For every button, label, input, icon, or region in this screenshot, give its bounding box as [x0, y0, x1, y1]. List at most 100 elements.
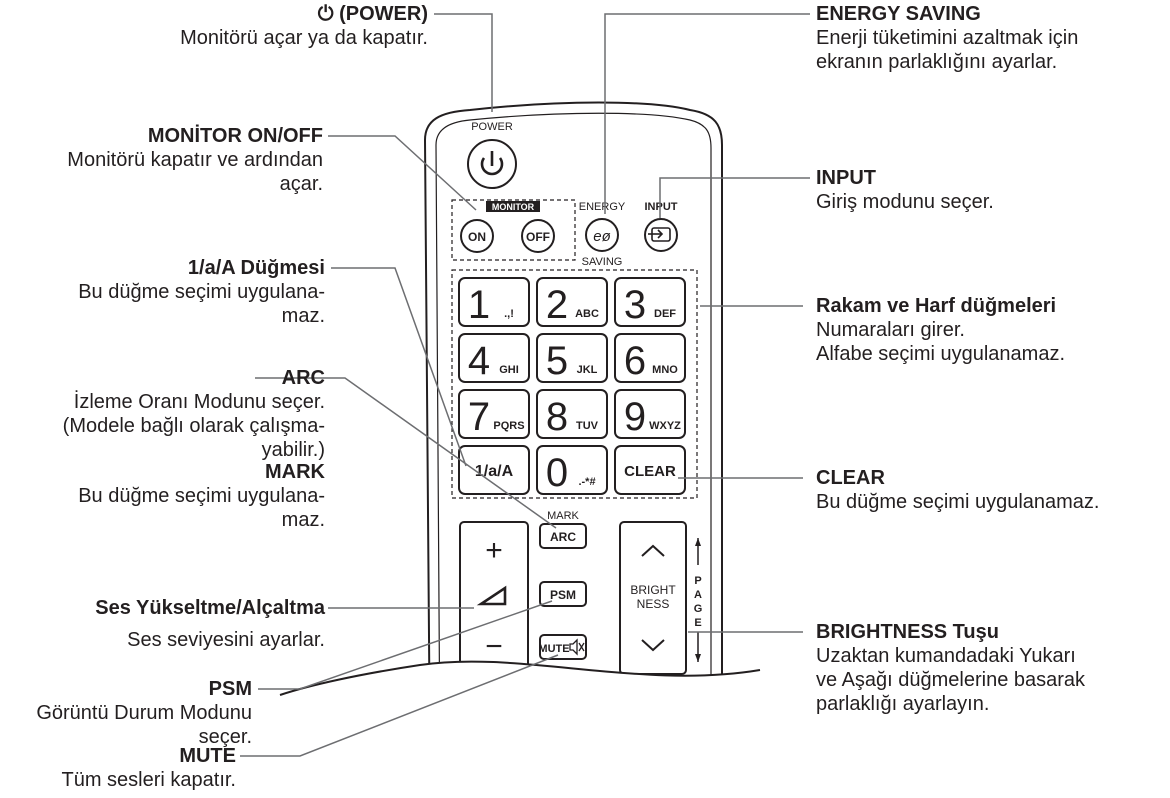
label-brightness-desc-3: parlaklığı ayarlayın. — [816, 693, 990, 715]
input-text: INPUT — [645, 201, 678, 213]
label-arc-desc-1: İzleme Oranı Modunu seçer. — [73, 391, 325, 413]
label-energy: ENERGY SAVING Enerji tüketimini azaltmak… — [816, 2, 1166, 74]
label-input: INPUT Giriş modunu seçer. — [816, 166, 1166, 214]
psm-button[interactable] — [539, 581, 587, 607]
arc-text: ARC — [550, 530, 576, 544]
key-9-digit: 9 — [624, 395, 646, 439]
key-8[interactable] — [536, 389, 608, 439]
label-brightness-desc-2: ve Aşağı düğmelerine basarak — [816, 669, 1086, 691]
auto-text: AUTO — [552, 704, 595, 721]
label-mark-desc-1: Bu düğme seçimi uygulana- — [78, 485, 325, 507]
brightness-text-2: NESS — [637, 597, 670, 611]
page-letter-p: P — [694, 575, 701, 587]
power-text: POWER — [471, 121, 513, 133]
volume-minus-text: − — [485, 630, 503, 663]
key-0-digit: 0 — [546, 451, 568, 495]
label-numbers-desc-2: Alfabe seçimi uygulanamaz. — [816, 343, 1066, 365]
keypad-frame — [451, 269, 698, 499]
monitor-off-button[interactable] — [521, 219, 555, 253]
key-4-letters: GHI — [499, 364, 519, 376]
label-volume: Ses Yükseltme/Alçaltma Ses seviyesini ay… — [0, 596, 325, 652]
energy-text: ENERGY — [579, 201, 626, 213]
label-mark-desc-2: maz. — [281, 509, 325, 531]
key-8-letters: TUV — [576, 420, 599, 432]
arc-button[interactable] — [539, 523, 587, 549]
key-6-digit: 6 — [624, 339, 646, 383]
label-mode-desc-1: Bu düğme seçimi uygulana- — [78, 281, 325, 303]
label-mode-button: 1/a/A Düğmesi Bu düğme seçimi uygulana- … — [0, 256, 325, 328]
key-3[interactable] — [614, 277, 686, 327]
monitor-text: MONITOR — [492, 202, 535, 212]
key-9-letters: WXYZ — [649, 420, 681, 432]
label-energy-title: ENERGY SAVING — [816, 3, 981, 25]
brightness-text-1: BRIGHT — [630, 583, 676, 597]
key-1[interactable] — [458, 277, 530, 327]
saving-text: SAVING — [582, 256, 623, 268]
label-arc-desc-3: yabilir.) — [261, 439, 325, 461]
on-text: ON — [468, 230, 486, 244]
key-5-letters: JKL — [577, 364, 598, 376]
key-1-digit: 1 — [468, 283, 490, 327]
key-2-letters: ABC — [575, 308, 599, 320]
mute-text: MUTE — [538, 643, 569, 655]
page-letter-g: G — [694, 603, 703, 615]
mute-speaker-icon — [569, 638, 585, 656]
label-energy-desc-1: Enerji tüketimini azaltmak için — [816, 27, 1079, 49]
label-psm-desc-2: seçer. — [198, 726, 252, 748]
label-monitor-title: MONİTOR ON/OFF — [147, 125, 323, 147]
energy-saving-button[interactable] — [585, 218, 619, 252]
label-arc-desc-2: (Modele bağlı olarak çalışma- — [62, 415, 325, 437]
key-3-digit: 3 — [624, 283, 646, 327]
label-volume-title: Ses Yükseltme/Alçaltma — [95, 597, 325, 619]
mode-1aA-text: 1/a/A — [475, 463, 514, 480]
label-psm: PSM Görüntü Durum Modunu seçer. — [0, 677, 252, 749]
label-mode-desc-2: maz. — [281, 305, 325, 327]
label-mute: MUTE Tüm sesleri kapatır. — [0, 744, 236, 792]
volume-plus-text: + — [485, 534, 503, 567]
key-7[interactable] — [458, 389, 530, 439]
page-letter-a: A — [694, 589, 702, 601]
clear-text: CLEAR — [624, 463, 676, 480]
leader-lines — [240, 13, 810, 757]
leaf-icon: eø — [593, 228, 611, 245]
monitor-group-frame — [451, 199, 576, 261]
mark-text: MARK — [547, 510, 579, 522]
label-brightness: BRIGHTNESS Tuşu Uzaktan kumandadaki Yuka… — [816, 620, 1166, 716]
label-mark: MARK Bu düğme seçimi uygulana- maz. — [0, 460, 325, 532]
label-power: ⏻ (POWER) Monitörü açar ya da kapatır. — [20, 2, 428, 50]
key-7-letters: PQRS — [493, 420, 524, 432]
label-arc-title: ARC — [281, 367, 325, 389]
label-input-title: INPUT — [816, 167, 876, 189]
label-brightness-title: BRIGHTNESS Tuşu — [816, 621, 999, 643]
input-icon — [648, 227, 671, 242]
label-monitor: MONİTOR ON/OFF Monitörü kapatır ve ardın… — [0, 124, 323, 196]
key-4-digit: 4 — [468, 339, 490, 383]
label-numbers-desc-1: Numaraları girer. — [816, 319, 965, 341]
menu-text: MENU — [471, 708, 515, 725]
label-clear: CLEAR Bu düğme seçimi uygulanamaz. — [816, 466, 1166, 514]
menu-button[interactable] — [459, 697, 527, 732]
key-4[interactable] — [458, 333, 530, 383]
label-psm-title: PSM — [208, 678, 252, 700]
label-brightness-desc-1: Uzaktan kumandadaki Yukarı — [816, 645, 1076, 667]
monitor-on-button[interactable] — [460, 219, 494, 253]
label-volume-desc: Ses seviyesini ayarlar. — [127, 629, 325, 651]
key-3-letters: DEF — [654, 308, 676, 320]
clear-button[interactable] — [614, 445, 686, 495]
label-monitor-desc-1: Monitörü kapatır ve ardından — [67, 149, 323, 171]
label-clear-desc: Bu düğme seçimi uygulanamaz. — [816, 491, 1100, 513]
label-monitor-desc-2: açar. — [279, 173, 323, 195]
key-2[interactable] — [536, 277, 608, 327]
auto-button[interactable] — [539, 693, 607, 728]
key-0[interactable] — [536, 445, 608, 495]
mute-button[interactable] — [539, 634, 587, 660]
brightness-down-icon — [641, 639, 665, 652]
label-input-desc: Giriş modunu seçer. — [816, 191, 994, 213]
key-0-letters: .-*# — [578, 476, 595, 488]
key-1-letters: .,! — [504, 308, 514, 320]
key-9[interactable] — [614, 389, 686, 439]
key-6[interactable] — [614, 333, 686, 383]
key-5[interactable] — [536, 333, 608, 383]
mode-1aA-button[interactable] — [458, 445, 530, 495]
brightness-up-icon — [641, 544, 665, 557]
